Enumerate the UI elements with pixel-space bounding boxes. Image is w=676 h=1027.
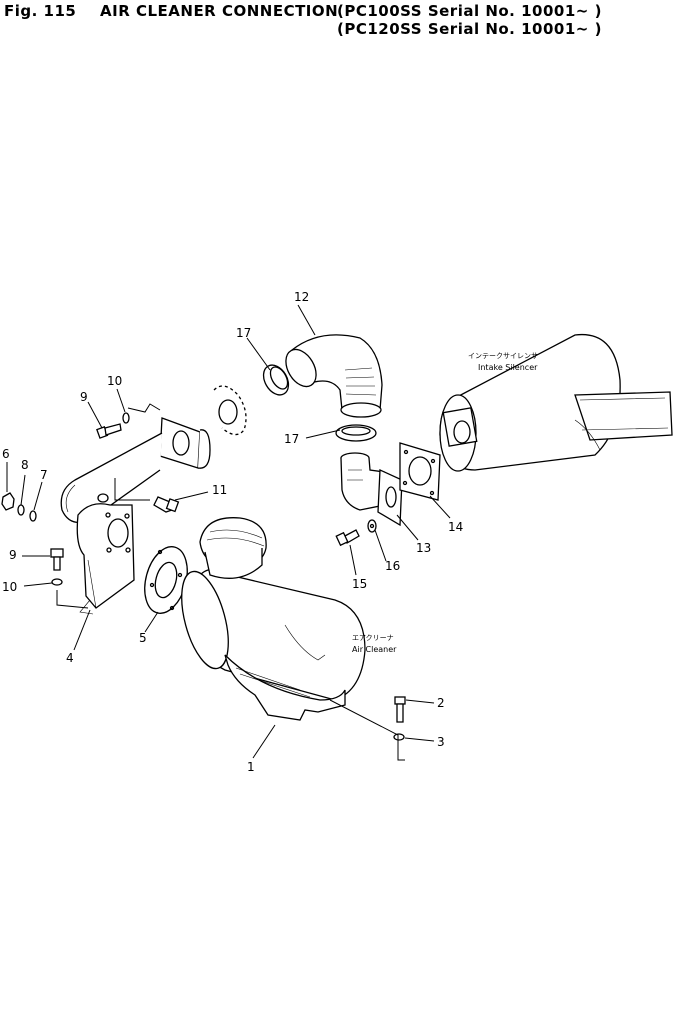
callout-1: 1	[247, 760, 255, 774]
bolt-9-upper	[96, 423, 122, 439]
washer-7	[29, 510, 37, 522]
intake-duct	[60, 417, 211, 524]
washer-8	[17, 504, 25, 516]
figure-title: AIR CLEANER CONNECTION	[100, 2, 339, 20]
callout-numbers: 1 2 3 4 5 6 7 8 9 9 10 10 11 12 13 14 15…	[2, 290, 463, 774]
serial-line-1: (PC100SS Serial No. 10001~ )	[337, 2, 602, 20]
air-cleaner-jp-label: エアクリーナ	[352, 634, 394, 642]
callout-13: 13	[416, 541, 431, 555]
callout-16: 16	[385, 559, 400, 573]
gasket-silencer	[399, 442, 441, 501]
callout-9-lower: 9	[9, 548, 17, 562]
hose-clamp-upper	[262, 364, 290, 396]
callout-4: 4	[66, 651, 74, 665]
duct-bracket	[76, 503, 135, 615]
callout-10-lower: 10	[2, 580, 17, 594]
bolt-15	[335, 529, 360, 547]
callout-6: 6	[2, 447, 10, 461]
washer-16	[367, 519, 377, 533]
figure-number: Fig. 115	[4, 2, 77, 20]
duct-flange-gasket	[213, 385, 247, 436]
intake-silencer-jp-label: インテークサイレンサ	[468, 352, 538, 360]
washer-10-lower	[51, 578, 63, 586]
callout-5: 5	[139, 631, 147, 645]
callout-17-lower: 17	[284, 432, 299, 446]
leader-lines	[6, 304, 451, 761]
callout-14: 14	[448, 520, 463, 534]
intake-silencer-en-label: Intake Silencer	[478, 363, 538, 372]
intake-silencer: インテークサイレンサ Intake Silencer	[439, 333, 673, 472]
callout-9-upper: 9	[80, 390, 88, 404]
callout-15: 15	[352, 577, 367, 591]
callout-3: 3	[437, 735, 445, 749]
hose-clamp-lower	[335, 424, 377, 442]
elbow-hose	[285, 334, 383, 418]
elbow-pipe	[340, 452, 403, 527]
callout-17-upper: 17	[236, 326, 251, 340]
washer-3	[393, 733, 405, 741]
callout-2: 2	[437, 696, 445, 710]
callout-11: 11	[212, 483, 227, 497]
nut-6	[1, 492, 15, 511]
air-cleaner: エアクリーナ Air Cleaner	[181, 517, 397, 721]
bolt-11	[153, 496, 180, 513]
bolt-9-lower	[50, 548, 64, 571]
washer-10-upper	[122, 412, 130, 424]
callout-12: 12	[294, 290, 309, 304]
callout-7: 7	[40, 468, 48, 482]
callout-10-upper: 10	[107, 374, 122, 388]
callout-8: 8	[21, 458, 29, 472]
serial-line-2: (PC120SS Serial No. 10001~ )	[337, 20, 602, 38]
air-cleaner-en-label: Air Cleaner	[352, 645, 397, 654]
bolt-2	[394, 696, 406, 723]
